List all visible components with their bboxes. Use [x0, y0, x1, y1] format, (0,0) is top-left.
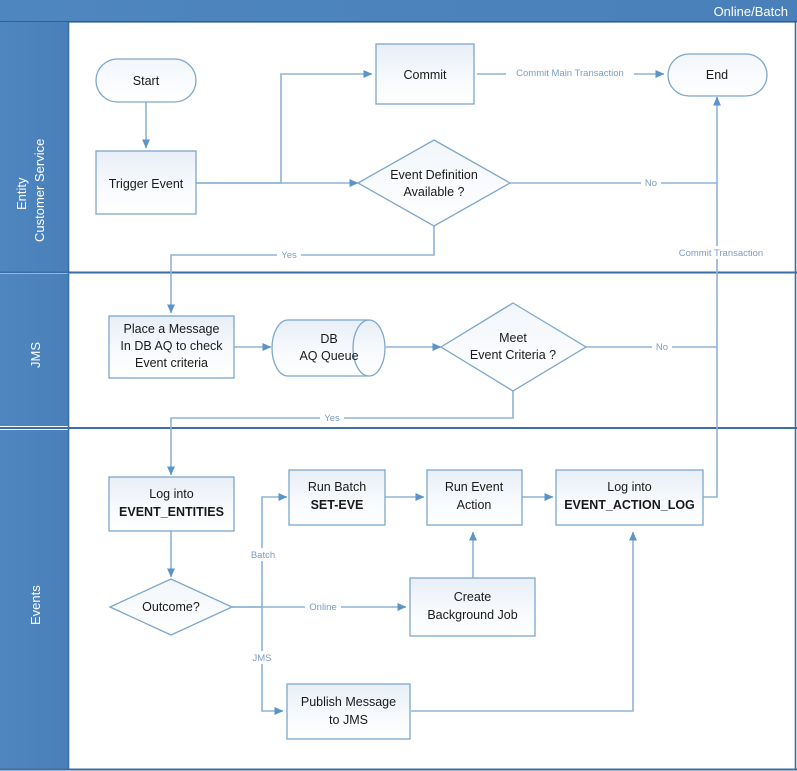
- node-log-into-event-action-log[interactable]: Log into EVENT_ACTION_LOG: [555, 469, 704, 526]
- log-into-event-entities-label-line2: EVENT_ENTITIES: [119, 505, 224, 519]
- meet-event-criteria-label-line1: Meet: [499, 331, 527, 345]
- edge-label-bg-online: [305, 600, 341, 613]
- db-aq-queue-cap: [352, 319, 370, 377]
- log-into-event-action-log-shape[interactable]: [555, 469, 704, 526]
- node-event-definition-available[interactable]: Event Definition Available ?: [356, 139, 512, 227]
- run-event-action-shape[interactable]: [426, 469, 523, 526]
- node-run-batch-set-eve[interactable]: Run Batch SET-EVE: [288, 469, 386, 526]
- create-background-job-label-line1: Create: [454, 590, 492, 604]
- run-batch-set-eve-label-line1: Run Batch: [308, 480, 366, 494]
- log-into-event-action-log-label-line1: Log into: [607, 480, 652, 494]
- event-definition-available-shape[interactable]: [356, 139, 512, 227]
- edge-publish-message-to-log-into-event-action-log: [411, 531, 637, 712]
- run-batch-set-eve-label-line2: SET-EVE: [311, 498, 364, 512]
- place-a-message-label-line2: In DB AQ to check: [120, 339, 223, 353]
- edge-label-commit-transaction: Commit Transaction: [679, 248, 763, 259]
- edge-label-bg-jms: [249, 651, 277, 664]
- lane-label-entity-line1: Entity: [14, 177, 29, 210]
- end-label: End: [706, 68, 728, 82]
- node-create-background-job[interactable]: Create Background Job: [409, 577, 536, 637]
- node-place-a-message[interactable]: Place a Message In DB AQ to check Event …: [108, 315, 235, 379]
- edge-label-bg-no-1: [641, 176, 661, 189]
- node-meet-event-criteria[interactable]: Meet Event Criteria ?: [439, 302, 588, 392]
- db-aq-queue-label-line1: DB: [320, 332, 337, 346]
- db-aq-queue-label-line2: AQ Queue: [299, 349, 358, 363]
- edge-label-bg-commit-transaction: [668, 246, 774, 259]
- node-commit[interactable]: Commit: [375, 43, 475, 105]
- edge-label-bg-yes-2: [320, 411, 344, 424]
- edge-log-into-event-action-log-to-end: [703, 183, 718, 498]
- swimlane-bands: [0, 22, 68, 769]
- place-a-message-shape[interactable]: [108, 315, 235, 379]
- start-shape[interactable]: [95, 58, 197, 103]
- place-a-message-label-line3: Event criteria: [135, 356, 208, 370]
- title-bar-background: [0, 0, 797, 22]
- edge-label-jms: JMS: [253, 653, 272, 664]
- start-label: Start: [133, 74, 160, 88]
- outcome-shape[interactable]: [108, 578, 234, 636]
- meet-event-criteria-label-line2: Event Criteria ?: [470, 348, 556, 362]
- lane-label-jms-line1: JMS: [28, 342, 43, 368]
- edge-label-online: Online: [309, 602, 336, 613]
- lane-band-jms: [0, 274, 68, 426]
- lane-label-events: Events: [28, 585, 43, 625]
- log-into-event-action-log-label-line2: EVENT_ACTION_LOG: [564, 498, 695, 512]
- commit-shape[interactable]: [375, 43, 475, 105]
- edge-label-no-1: No: [645, 178, 657, 189]
- edge-label-yes-2: Yes: [324, 413, 340, 424]
- end-shape[interactable]: [667, 53, 768, 97]
- title-bar-underline: [0, 21, 797, 23]
- node-end[interactable]: End: [667, 53, 768, 97]
- diagram-title-bar: Online/Batch: [0, 0, 797, 23]
- node-run-event-action[interactable]: Run Event Action: [426, 469, 523, 526]
- page-title: Online/Batch: [714, 4, 788, 19]
- run-batch-set-eve-shape[interactable]: [288, 469, 386, 526]
- run-event-action-label-line2: Action: [457, 498, 492, 512]
- publish-message-to-jms-shape[interactable]: [286, 683, 411, 740]
- node-outcome[interactable]: Outcome?: [108, 578, 234, 636]
- commit-label: Commit: [403, 68, 447, 82]
- edge-event-definition-yes-to-place-a-message: [167, 218, 435, 314]
- create-background-job-shape[interactable]: [409, 577, 536, 637]
- log-into-event-entities-shape[interactable]: [108, 476, 235, 532]
- event-definition-available-label-line2: Available ?: [404, 185, 465, 199]
- lane-label-entity: Entity Customer Service: [14, 139, 47, 242]
- edge-label-no-2: No: [656, 342, 668, 353]
- lane-label-jms: JMS: [28, 342, 43, 368]
- create-background-job-label-line2: Background Job: [427, 608, 517, 622]
- edge-label-bg-no-2: [652, 340, 672, 353]
- node-start[interactable]: Start: [95, 58, 197, 103]
- edge-label-bg-commit-main-transaction: [506, 66, 634, 80]
- meet-event-criteria-shape[interactable]: [439, 302, 588, 392]
- outcome-label: Outcome?: [142, 600, 200, 614]
- lane-label-events-line1: Events: [28, 585, 43, 625]
- edge-label-yes-1: Yes: [281, 250, 297, 261]
- publish-message-to-jms-label-line2: to JMS: [329, 713, 368, 727]
- log-into-event-entities-label-line1: Log into: [149, 487, 194, 501]
- edge-label-commit-main-transaction: Commit Main Transaction: [516, 68, 624, 79]
- publish-message-to-jms-label-line1: Publish Message: [301, 695, 396, 709]
- connectors: Commit Main Transaction No Yes No Yes Ba…: [142, 66, 774, 715]
- run-event-action-label-line1: Run Event: [445, 480, 504, 494]
- place-a-message-label-line1: Place a Message: [124, 322, 220, 336]
- edge-label-batch: Batch: [251, 550, 275, 561]
- lane-label-entity-line2: Customer Service: [32, 139, 47, 242]
- trigger-event-label: Trigger Event: [109, 177, 184, 191]
- node-log-into-event-entities[interactable]: Log into EVENT_ENTITIES: [108, 476, 235, 532]
- lane-band-entity: [0, 22, 68, 272]
- node-db-aq-queue[interactable]: DB AQ Queue: [271, 319, 386, 377]
- edge-label-bg-yes-1: [277, 248, 301, 261]
- lane-separators: [0, 22, 797, 771]
- edge-outcome-jms-to-publish-message: [261, 607, 284, 715]
- node-publish-message-to-jms[interactable]: Publish Message to JMS: [286, 683, 411, 740]
- node-trigger-event[interactable]: Trigger Event: [95, 150, 197, 215]
- edge-label-bg-batch: [248, 548, 278, 561]
- lane-band-events: [0, 430, 68, 769]
- event-definition-available-label-line1: Event Definition: [390, 168, 478, 182]
- trigger-event-shape[interactable]: [95, 150, 197, 215]
- db-aq-queue-shape[interactable]: [271, 319, 386, 377]
